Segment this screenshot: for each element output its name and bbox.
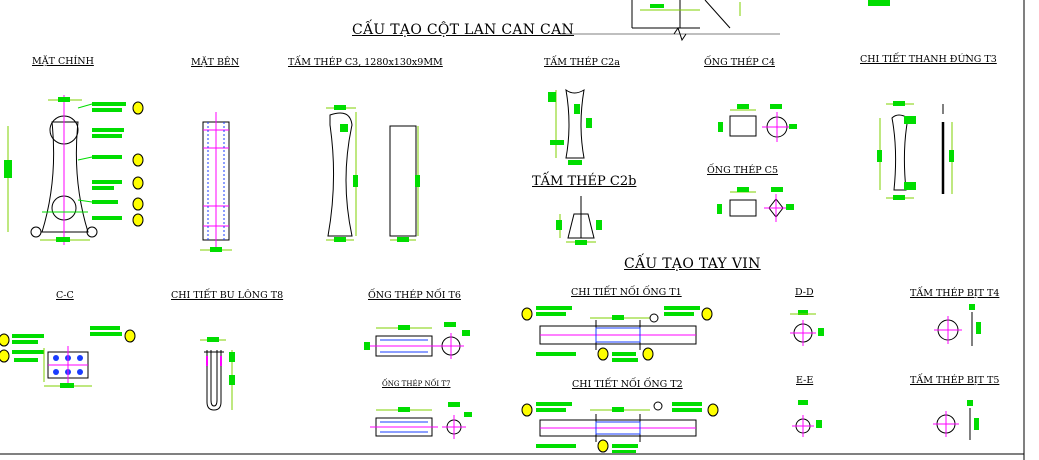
c-c-drawing <box>0 326 136 388</box>
tam-bit-t5-title: TẤM THÉP BỊT T5 <box>910 375 1000 386</box>
ong-noi-t6-title: ỐNG THÉP NỐI T6 <box>368 290 461 301</box>
bu-long-t8-drawing <box>200 337 235 411</box>
noi-ong-t2-drawing <box>521 401 719 453</box>
tam-thep-c2a-drawing <box>548 88 592 165</box>
tam-bit-t4-title: TẤM THÉP BỊT T4 <box>910 288 1000 299</box>
tam-thep-c2a-title: TẤM THÉP C2a <box>544 57 620 68</box>
main-title: CẤU TẠO CỘT LAN CAN CAN <box>352 22 575 38</box>
mat-ben-title: MẶT BÊN <box>191 57 240 68</box>
e-e-title: E-E <box>796 375 814 386</box>
thanh-dung-t3-drawing <box>877 101 954 200</box>
mat-ben-drawing <box>200 112 232 252</box>
e-e-drawing <box>792 400 822 437</box>
tam-thep-c2b-title: TẤM THÉP C2b <box>532 174 637 189</box>
ong-noi-t6-drawing <box>364 322 470 359</box>
thanh-dung-t3-title: CHI TIẾT THANH ĐỨNG T3 <box>860 54 997 65</box>
mat-chinh-title: MẶT CHÍNH <box>32 56 94 67</box>
d-d-drawing <box>790 310 824 346</box>
tam-thep-c3-title: TẤM THÉP C3, 1280x130x9MM <box>288 57 443 68</box>
ong-thep-c5-drawing <box>717 187 794 222</box>
noi-ong-t1-title: CHI TIẾT NỐI ỐNG T1 <box>571 287 682 298</box>
noi-ong-t1-drawing <box>521 306 713 362</box>
top-partial-drawing <box>560 0 890 42</box>
ong-thep-c4-title: ỐNG THÉP C4 <box>704 57 775 68</box>
bu-long-t8-title: CHI TIẾT BU LÔNG T8 <box>171 290 284 301</box>
tam-bit-t5-drawing <box>933 400 979 440</box>
noi-ong-t2-title: CHI TIẾT NỐI ỐNG T2 <box>572 379 683 390</box>
c-c-title: C-C <box>56 290 74 301</box>
mat-chinh-drawing <box>4 95 144 245</box>
d-d-title: D-D <box>795 287 814 298</box>
tam-thep-c3-drawing <box>326 105 420 242</box>
ong-thep-c4-drawing <box>718 104 797 142</box>
tam-bit-t4-drawing <box>934 304 981 346</box>
tam-thep-c2b-drawing <box>556 196 602 245</box>
ong-thep-c5-title: ỐNG THÉP C5 <box>707 165 778 176</box>
ong-noi-t7-drawing <box>370 402 472 439</box>
ong-noi-t7-title: ỐNG THÉP NỐI T7 <box>382 380 451 388</box>
tay-vin-title: CẤU TẠO TAY VIN <box>624 256 761 272</box>
